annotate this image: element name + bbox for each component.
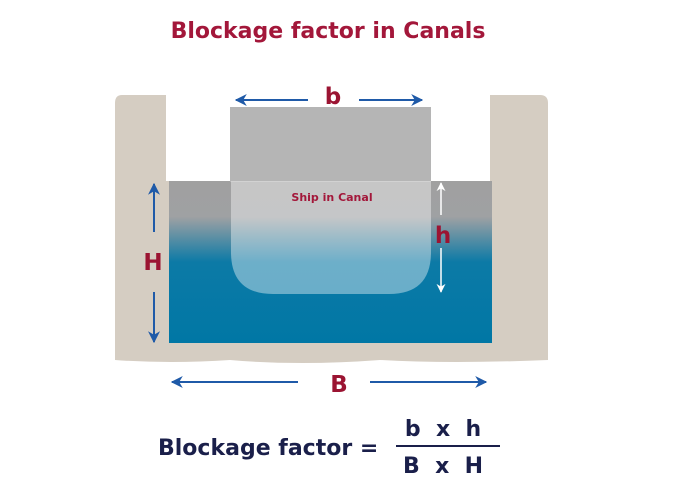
ship-label: Ship in Canal (291, 191, 372, 204)
water (169, 181, 492, 343)
canal-width-label: B (330, 372, 348, 398)
ship-width-label: b (325, 84, 341, 110)
canal-depth-label: H (143, 250, 162, 276)
formula-numerator: b x h (405, 417, 481, 442)
formula-denominator: B x H (403, 454, 483, 479)
ship-hull-below-water (231, 181, 431, 294)
formula-lhs: Blockage factor = (158, 436, 378, 461)
ship-draft-label: h (435, 223, 451, 249)
diagram-title: Blockage factor in Canals (171, 19, 486, 44)
ship-hull-above-water (230, 107, 431, 182)
